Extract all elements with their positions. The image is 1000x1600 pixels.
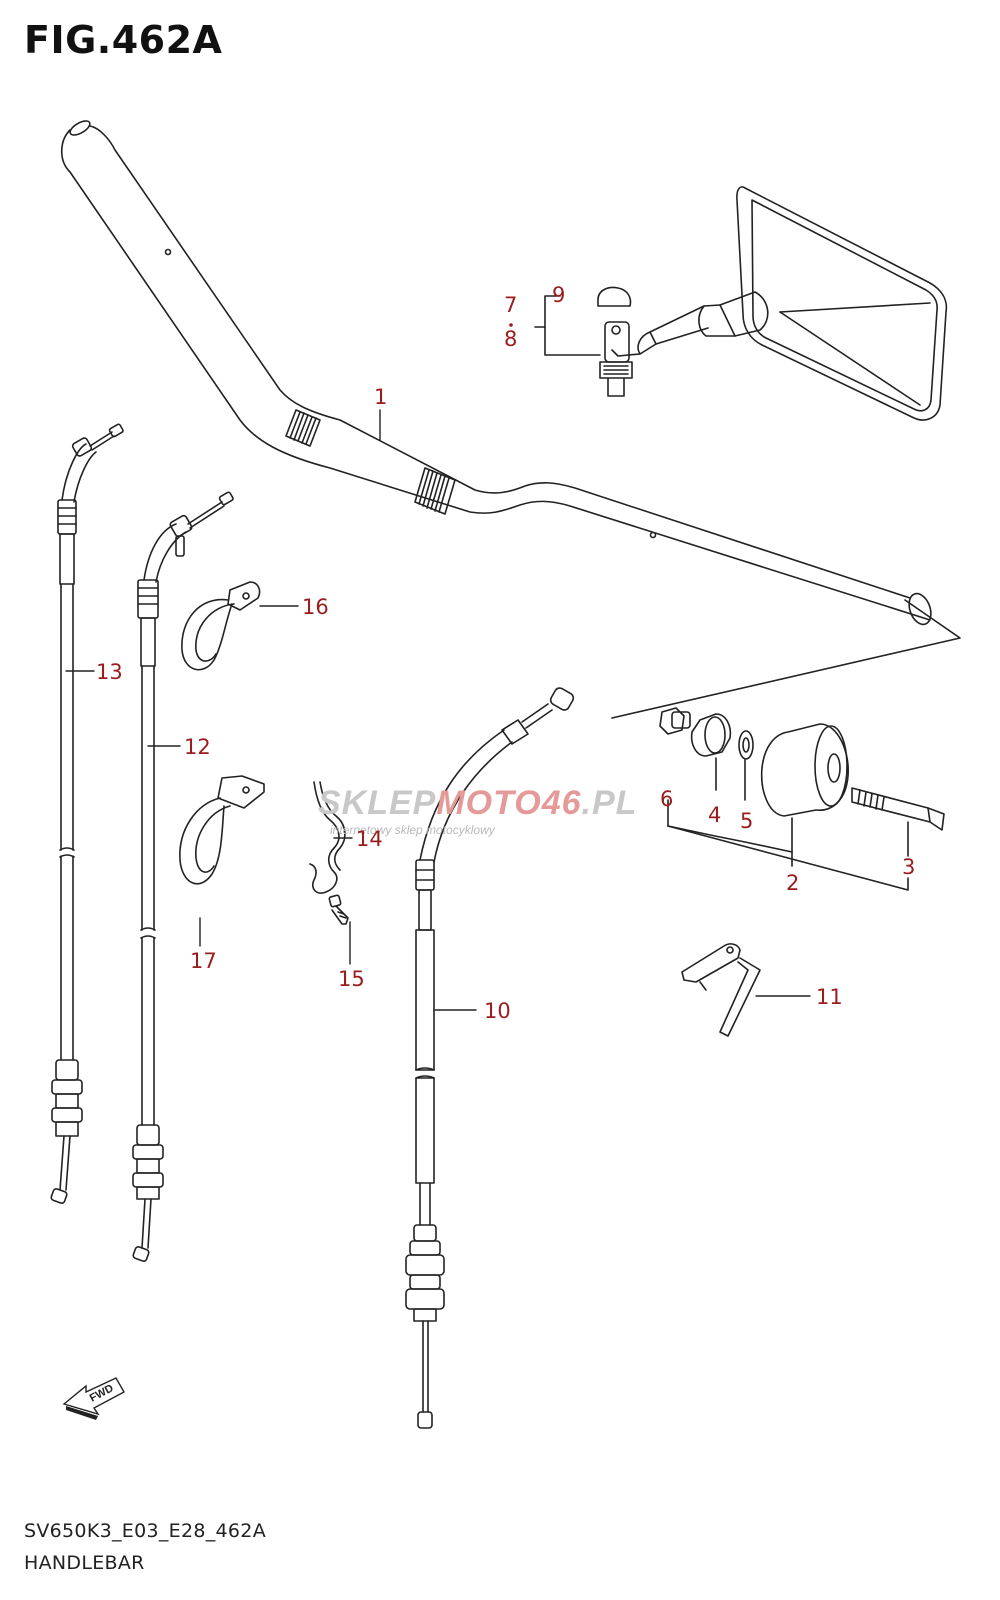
watermark: SKLEPMOTO46.PL internetowy sklep motocyk… xyxy=(318,784,637,837)
clip-14 xyxy=(309,781,346,894)
figure-name-label: HANDLEBAR xyxy=(24,1552,145,1574)
callout-10: 10 xyxy=(484,999,511,1023)
callout-3: 3 xyxy=(902,855,915,879)
knurl-right xyxy=(414,467,456,515)
callout-8: 8 xyxy=(504,327,517,351)
callout-12: 12 xyxy=(184,735,211,759)
callout-2: 2 xyxy=(786,871,799,895)
svg-text:SKLEPMOTO46.PL: SKLEPMOTO46.PL xyxy=(318,784,637,822)
callout-9: 9 xyxy=(552,283,565,307)
callout-13: 13 xyxy=(96,660,123,684)
callout-4: 4 xyxy=(708,803,721,827)
mirror-cap xyxy=(597,286,632,307)
clamp-16 xyxy=(181,581,261,671)
callout-1: 1 xyxy=(374,385,387,409)
callout-leaders xyxy=(65,409,811,1011)
fwd-arrow-icon: FWD xyxy=(62,1377,125,1420)
svg-text:internetowy sklep motocyklowy: internetowy sklep motocyklowy xyxy=(330,823,496,837)
callout-11: 11 xyxy=(816,985,843,1009)
callout-7: 7 xyxy=(504,293,517,317)
cable-12 xyxy=(132,491,234,1262)
screw-15 xyxy=(328,894,349,925)
callout-numbers: 1 2 3 4 5 6 7 8 9 10 11 12 13 14 15 16 1… xyxy=(96,283,915,1023)
cable-10 xyxy=(405,687,575,1429)
callout-6: 6 xyxy=(660,787,673,811)
callout-17: 17 xyxy=(190,949,217,973)
callout-16: 16 xyxy=(302,595,329,619)
handlebar-part xyxy=(60,120,961,719)
model-code-label: SV650K3_E03_E28_462A xyxy=(24,1520,266,1542)
cable-13 xyxy=(50,423,124,1204)
bar-end-parts xyxy=(659,707,945,891)
knurl-left xyxy=(285,409,321,447)
mirror-assembly xyxy=(534,186,948,421)
callout-5: 5 xyxy=(740,809,753,833)
callout-dot xyxy=(509,323,513,327)
figure-title: FIG.462A xyxy=(24,18,223,62)
callout-14: 14 xyxy=(356,827,383,851)
callout-15: 15 xyxy=(338,967,365,991)
clamp-17 xyxy=(179,775,265,885)
bracket-11 xyxy=(681,943,761,1037)
